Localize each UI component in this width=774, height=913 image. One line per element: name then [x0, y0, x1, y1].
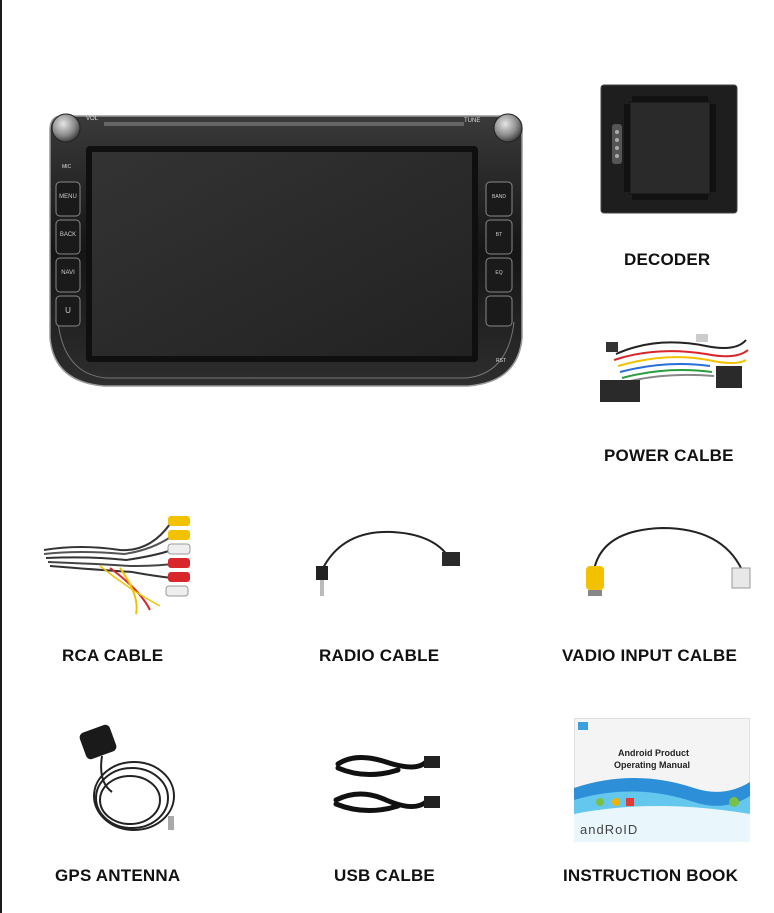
gps-antenna-image [72, 722, 182, 842]
instruction-book-caption: INSTRUCTION BOOK [563, 866, 739, 885]
video-input-cable-caption: VADIO INPUT CALBE [562, 646, 737, 665]
video-input-cable-graphic [586, 526, 751, 596]
head-unit-band-button: BAND [492, 194, 506, 200]
decoder-logo-text: Raise [646, 141, 699, 163]
head-unit-eq-button: EQ [495, 270, 503, 276]
head-unit-menu-button: MENU [59, 194, 77, 200]
instruction-book-graphic: Android Product Operating Manual andRoID [573, 717, 751, 843]
head-unit-u-button: U [65, 306, 71, 315]
decoder-image: Raise [600, 84, 738, 214]
mic-label: MIC [62, 164, 72, 170]
usb-cable-caption: USB CALBE [334, 866, 435, 885]
vol-label: VOL [86, 116, 99, 122]
rst-label: RST [496, 358, 506, 364]
instruction-book-image: Android Product Operating Manual andRoID [573, 717, 751, 843]
head-unit-bt-button: BT [495, 232, 503, 238]
radio-cable-caption: RADIO CABLE [319, 646, 440, 665]
rca-cable-graphic [43, 516, 191, 615]
usb-cable-graphic [333, 755, 440, 814]
radio-cable-graphic [316, 530, 460, 596]
rca-cable-caption: RCA CABLE [62, 646, 164, 665]
gps-antenna-caption: GPS ANTENNA [55, 866, 181, 885]
power-cable-caption: POWER CALBE [604, 446, 734, 465]
head-unit-back-button: BACK [59, 232, 77, 238]
usb-cable-image [326, 744, 446, 824]
head-unit-image: VOL TUNE MIC RST MENU BACK NAVI U BAND B… [44, 112, 528, 388]
power-cable-graphic [600, 334, 749, 402]
rca-cable-image [40, 510, 200, 620]
power-cable-image [596, 326, 756, 416]
left-border-line [0, 0, 2, 913]
gps-antenna-graphic [79, 724, 175, 831]
manual-cover-line1: Android Product [618, 748, 689, 758]
tune-label: TUNE [464, 118, 481, 124]
manual-cover-line2: Operating Manual [614, 760, 690, 770]
head-unit-graphic [49, 113, 523, 387]
head-unit-navi-button: NAVI [61, 270, 75, 276]
video-input-cable-image [582, 520, 754, 600]
decoder-graphic: Raise [600, 84, 738, 214]
decoder-caption: DECODER [624, 250, 711, 269]
radio-cable-image [312, 520, 472, 600]
manual-android-logo-text: andRoID [580, 822, 638, 837]
